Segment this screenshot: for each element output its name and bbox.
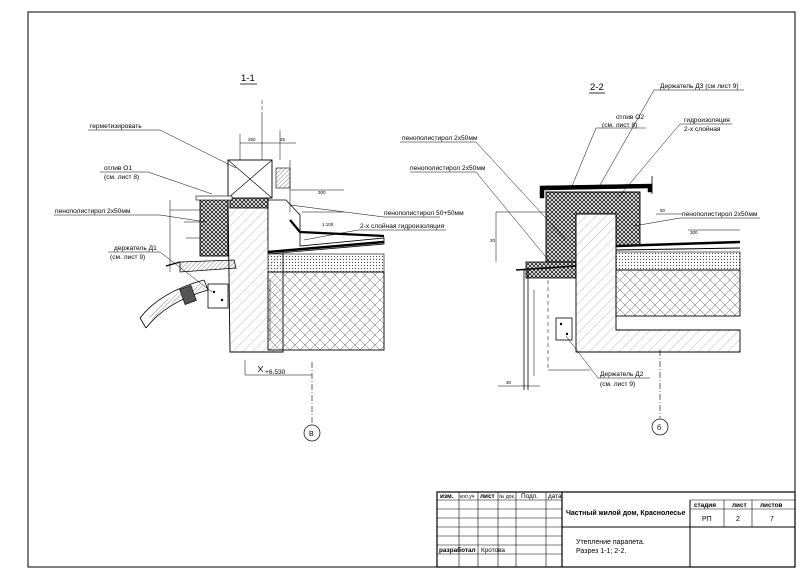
section-1-title: 1-1 — [241, 73, 255, 84]
svg-text:300: 300 — [318, 190, 326, 195]
label-seal: герметизировать — [90, 123, 142, 130]
tb-header-izm: изм. — [440, 493, 454, 500]
foam-left-1 — [199, 197, 229, 257]
tb-sheet-label: лист — [732, 502, 747, 509]
tb-header-sign: Подп. — [521, 493, 538, 500]
section-2-2: 2-2 20 50 300 30 — [400, 82, 760, 436]
label-foam-c: пенополистирол 2х50мм — [682, 211, 758, 218]
axis-label-b: В — [309, 431, 314, 438]
flashing-o1 — [179, 259, 237, 273]
axis-marker-b — [303, 424, 321, 442]
holder-d2 — [555, 317, 573, 341]
tb-project: Частный жилой дом, Краснолесье — [566, 509, 685, 517]
tb-header-list: лист — [480, 493, 495, 500]
tb-header-kol: кол.уч — [460, 494, 475, 500]
svg-text:300: 300 — [690, 230, 698, 235]
tb-sheet: 2 — [736, 516, 740, 523]
tb-developed: разработал — [439, 546, 476, 554]
tb-stage-label: стадия — [694, 502, 716, 509]
axis-marker-b2 — [651, 418, 669, 436]
label-flashing-o1: отлив О1 — [104, 165, 132, 172]
curved-eave — [139, 279, 205, 319]
section-2-title: 2-2 — [590, 82, 604, 93]
waterproof-layer-1 — [267, 199, 385, 255]
label-flashing-o1-ref: (см. лист 8) — [104, 174, 139, 181]
screed-2 — [615, 251, 741, 271]
holder-d1 — [207, 283, 229, 309]
svg-text:250: 250 — [248, 137, 256, 142]
tb-sheets-label: листов — [760, 502, 782, 509]
label-holder-d2-ref: (см. лист 9) — [600, 381, 635, 388]
tb-author: Кротова — [481, 547, 505, 554]
label-flashing-o2-ref: (см. лист 8) — [602, 122, 637, 129]
screed-1 — [267, 253, 385, 273]
label-foam-a: пенополистирол 2х50мм — [402, 135, 478, 142]
tb-stage: РП — [702, 516, 712, 523]
svg-text:30: 30 — [506, 380, 512, 385]
tb-sheets: 7 — [770, 516, 774, 523]
label-foam-50-50: пенополистирол 50+50мм — [384, 210, 464, 217]
tb-sheet-title-1: Утепление парапета. — [576, 539, 645, 546]
axis-label-b2: б — [657, 424, 661, 432]
label-holder-d3: Держатель Д3 (см лист 9) — [660, 83, 739, 90]
roof-slab-2 — [615, 269, 741, 317]
label-holder-d2: Держатель Д2 — [600, 371, 644, 378]
tb-header-date: дата — [548, 493, 562, 500]
roof-slab-1 — [267, 271, 385, 351]
label-holder-d1-ref: (см. лист 9) — [110, 254, 145, 261]
tb-header-doc: № док. — [499, 494, 515, 500]
tb-sheet-title-2: Разрез 1-1; 2-2. — [576, 548, 626, 555]
svg-text:25: 25 — [280, 137, 286, 142]
label-holder-d1: держатель Д1 — [114, 245, 157, 252]
svg-text:20: 20 — [490, 238, 496, 243]
label-flashing-o2: отлив О2 — [616, 114, 644, 121]
title-block: изм. кол.уч лист № док. Подп. дата разра… — [436, 491, 796, 568]
section-1-1: 1-1 — [54, 73, 464, 442]
svg-text:50: 50 — [660, 208, 666, 213]
label-foam-b: пенополистирол 2х50мм — [410, 165, 486, 172]
ledge-2 — [525, 261, 577, 279]
label-waterproof-2: гидроизоляция — [684, 117, 730, 124]
svg-text:1:100: 1:100 — [322, 222, 334, 227]
label-waterproof-2b: 2-х слойная — [684, 125, 721, 133]
label-waterproof-1: 2-х слойная гидроизоляция — [360, 222, 445, 230]
sheet-frame — [27, 11, 796, 568]
label-foam-2x50: пенополистирол 2х50мм — [55, 208, 131, 215]
level-mark: +6.530 — [265, 369, 286, 376]
